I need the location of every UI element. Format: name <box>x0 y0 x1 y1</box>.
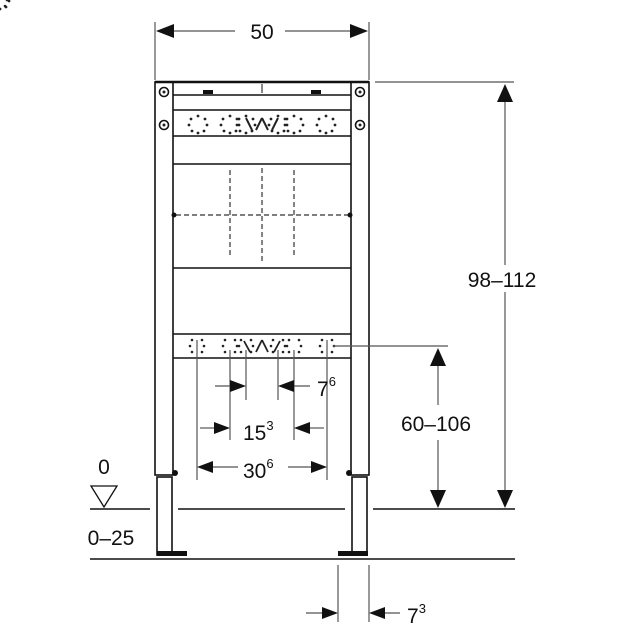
lower-hole-pattern <box>3 0 336 354</box>
arrow-right-icon <box>350 24 368 38</box>
upper-hole-pattern <box>0 0 337 135</box>
right-upright <box>350 81 370 476</box>
level-triangle-icon <box>89 485 119 509</box>
inner-spacing-label: 76 <box>317 374 336 401</box>
right-foot-plate <box>338 551 368 556</box>
connection-height-dimension: 60–106 <box>333 345 471 508</box>
floor-zero-label: 0 <box>98 456 110 479</box>
floor-adjust-label: 0–25 <box>88 527 135 550</box>
outer-spacing-label: 306 <box>243 456 274 483</box>
width-label: 50 <box>250 21 273 44</box>
left-upright <box>154 81 174 476</box>
left-foot-plate <box>157 551 187 556</box>
foot-width-label: 73 <box>407 601 426 628</box>
total-height-dimension: 98–112 <box>375 81 537 508</box>
foot-width-dimension: 73 <box>306 565 426 628</box>
arrow-left-icon <box>156 24 174 38</box>
floor-level-marker: 0 0–25 <box>88 456 135 550</box>
frame <box>154 80 370 556</box>
spacing-dimensions: 76 153 306 <box>196 340 336 483</box>
total-height-label: 98–112 <box>468 269 537 292</box>
floor-lines <box>90 508 515 560</box>
right-foot <box>351 476 368 556</box>
bolt-icons <box>158 86 366 131</box>
connection-height-label: 60–106 <box>401 413 471 436</box>
width-dimension: 50 <box>154 21 370 80</box>
mid-spacing-label: 153 <box>243 418 274 445</box>
left-foot <box>156 476 173 556</box>
